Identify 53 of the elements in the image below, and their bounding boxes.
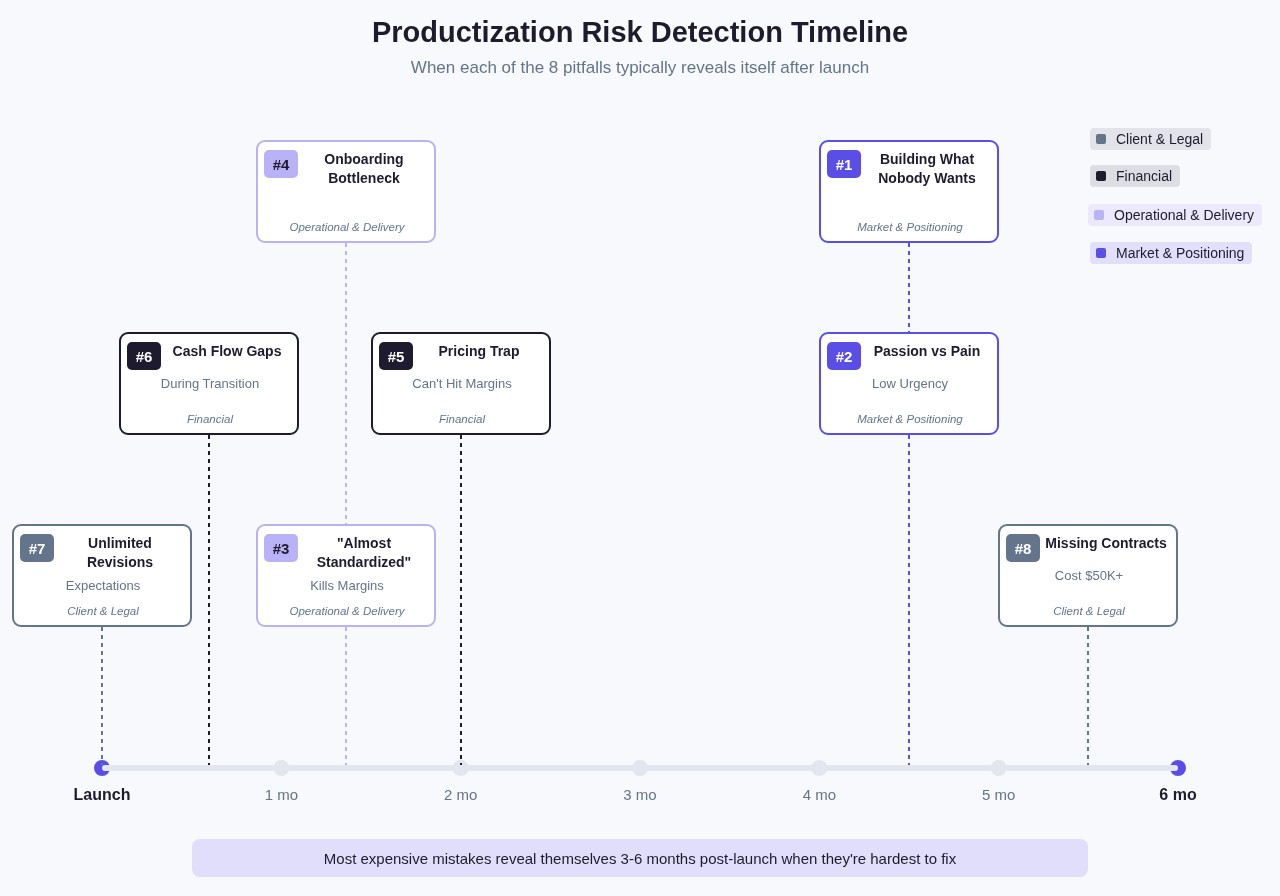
tick-label: 4 mo: [801, 786, 837, 803]
card-title: Missing Contracts: [1044, 534, 1168, 553]
number-badge: #3: [264, 534, 298, 562]
tick-label: 5 mo: [980, 786, 1017, 803]
card-title: Building What Nobody Wants: [877, 150, 977, 188]
category-label: Market & Positioning: [857, 413, 963, 425]
card-title: Pricing Trap: [437, 342, 521, 361]
risk-card: [119, 332, 299, 435]
tick-label: Launch: [72, 786, 132, 804]
risk-card: [998, 524, 1178, 627]
category-label: Client & Legal: [67, 605, 139, 617]
card-title: Unlimited Revisions: [85, 534, 155, 572]
category-label: Financial: [439, 413, 485, 425]
card-subtitle: During Transition: [160, 376, 260, 391]
number-badge: #7: [20, 534, 54, 562]
card-subtitle: Low Urgency: [872, 376, 948, 391]
number-badge: #6: [127, 342, 161, 370]
subtitle: When each of the 8 pitfalls typically reveals itself after launch: [409, 58, 871, 78]
timeline-axis: [102, 765, 1178, 771]
legend-label: Market & Positioning: [1116, 245, 1245, 261]
risk-card: [819, 140, 999, 243]
tick-label: 3 mo: [622, 786, 658, 803]
card-title: "Almost Standardized": [315, 534, 413, 572]
card-subtitle: Can't Hit Margins: [412, 376, 512, 391]
category-label: Financial: [187, 413, 233, 425]
card-subtitle: Kills Margins: [310, 578, 384, 593]
tick-label: 2 mo: [442, 786, 479, 803]
category-label: Market & Positioning: [857, 221, 963, 233]
risk-card: [256, 524, 436, 627]
legend-label: Operational & Delivery: [1114, 207, 1255, 223]
number-badge: #4: [264, 150, 298, 178]
callout-banner: Most expensive mistakes reveal themselves 3-6 months post-launch when they're hardest to fix: [192, 839, 1088, 877]
legend-label: Financial: [1116, 168, 1173, 184]
number-badge: #5: [379, 342, 413, 370]
card-subtitle: Cost $50K+: [1054, 568, 1124, 583]
card-title: Onboarding Bottleneck: [323, 150, 405, 188]
number-badge: #8: [1006, 534, 1040, 562]
category-label: Operational & Delivery: [289, 605, 405, 617]
risk-card: [371, 332, 551, 435]
risk-card: [256, 140, 436, 243]
risk-card: [12, 524, 192, 627]
category-label: Operational & Delivery: [289, 221, 405, 233]
number-badge: #1: [827, 150, 861, 178]
tick-label: 1 mo: [263, 786, 299, 803]
card-title: Cash Flow Gaps: [171, 342, 283, 361]
diagram-title: Productization Risk Detection Timeline: [370, 16, 910, 49]
tick-label: 6 mo: [1158, 786, 1198, 804]
number-badge: #2: [827, 342, 861, 370]
card-subtitle: Expectations: [65, 578, 141, 593]
category-label: Client & Legal: [1053, 605, 1125, 617]
card-title: Passion vs Pain: [872, 342, 982, 361]
legend-label: Client & Legal: [1116, 131, 1204, 147]
risk-card: [819, 332, 999, 435]
